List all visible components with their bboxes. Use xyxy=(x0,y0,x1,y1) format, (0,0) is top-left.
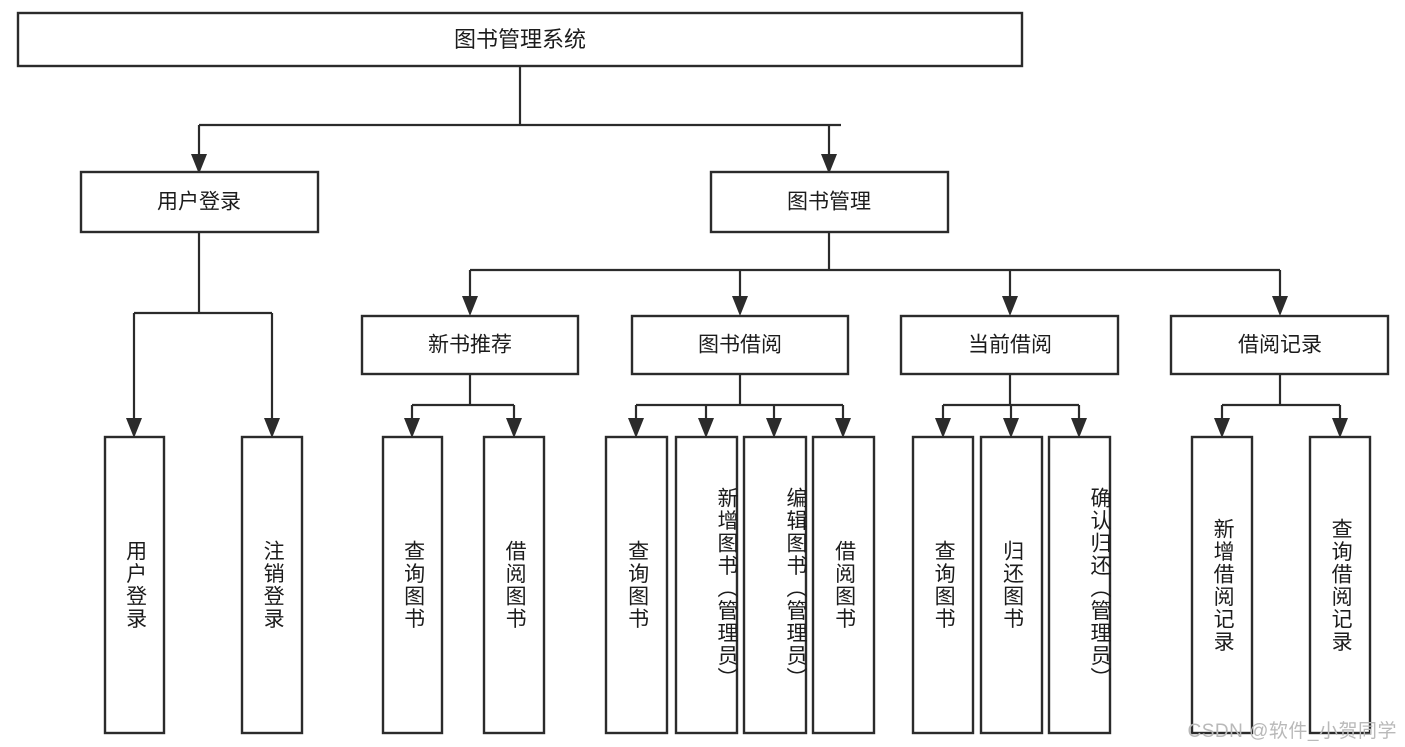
node-book-borrow-box[interactable] xyxy=(630,314,850,376)
arrow-head-icon xyxy=(935,418,951,438)
leaf-box-add-borrow-record[interactable] xyxy=(1190,435,1254,735)
arrow-head-icon xyxy=(126,418,142,438)
node-root-label: 图书管理系统 xyxy=(454,27,586,52)
arrow-head-icon xyxy=(191,154,207,174)
node-book-borrow-label: 图书借阅 xyxy=(698,334,782,357)
node-current-borrow-box[interactable] xyxy=(899,314,1120,376)
leaf-box-logout-login[interactable] xyxy=(240,435,304,735)
connector-current-borrow-to-leaves xyxy=(935,374,1087,438)
connector-root-to-level2 xyxy=(191,66,841,174)
leaf-box-borrow-book-1[interactable] xyxy=(482,435,546,735)
node-borrow-record-box[interactable] xyxy=(1169,314,1390,376)
node-new-book-recommend[interactable]: 新书推荐 xyxy=(360,314,580,376)
arrow-head-icon xyxy=(1272,296,1288,316)
node-current-borrow-label: 当前借阅 xyxy=(968,334,1052,357)
arrow-head-icon xyxy=(821,154,837,174)
connector-book-borrow-to-leaves xyxy=(628,374,851,438)
node-user-login-box[interactable] xyxy=(79,170,320,234)
arrow-head-icon xyxy=(698,418,714,438)
arrow-head-icon xyxy=(732,296,748,316)
connector-borrow-record-to-leaves xyxy=(1214,374,1348,438)
arrow-head-icon xyxy=(766,418,782,438)
node-user-login[interactable]: 用户登录 xyxy=(79,170,320,234)
arrow-head-icon xyxy=(628,418,644,438)
node-book-management-label: 图书管理 xyxy=(787,191,871,214)
node-new-book-recommend-box[interactable] xyxy=(360,314,580,376)
arrow-head-icon xyxy=(1002,296,1018,316)
node-new-book-recommend-label: 新书推荐 xyxy=(428,334,512,357)
node-user-login-label: 用户登录 xyxy=(157,191,241,214)
arrow-head-icon xyxy=(506,418,522,438)
arrow-head-icon xyxy=(1003,418,1019,438)
connector-new-book-recommend-to-leaves xyxy=(404,374,522,438)
leaf-box-query-book-2[interactable] xyxy=(604,435,669,735)
connector-book-management-to-level3 xyxy=(462,232,1288,316)
node-root[interactable]: 图书管理系统 xyxy=(16,11,1024,68)
leaf-box-return-book[interactable] xyxy=(979,435,1044,735)
node-borrow-record-label: 借阅记录 xyxy=(1238,334,1322,357)
arrow-head-icon xyxy=(1332,418,1348,438)
node-book-borrow[interactable]: 图书借阅 xyxy=(630,314,850,376)
leaf-box-query-borrow-record[interactable] xyxy=(1308,435,1372,735)
node-book-management-box[interactable] xyxy=(709,170,950,234)
arrow-head-icon xyxy=(404,418,420,438)
arrow-head-icon xyxy=(835,418,851,438)
connector-user-login-to-leaves xyxy=(126,232,280,438)
node-current-borrow[interactable]: 当前借阅 xyxy=(899,314,1120,376)
leaf-box-confirm-return-admin[interactable] xyxy=(1047,435,1112,735)
arrow-head-icon xyxy=(462,296,478,316)
leaf-box-query-book-3[interactable] xyxy=(911,435,975,735)
csdn-watermark: CSDN @软件_小贺同学 xyxy=(1187,721,1397,742)
arrow-head-icon xyxy=(1071,418,1087,438)
leaf-box-user-login[interactable] xyxy=(103,435,166,735)
node-book-management[interactable]: 图书管理 xyxy=(709,170,950,234)
node-borrow-record[interactable]: 借阅记录 xyxy=(1169,314,1390,376)
leaf-box-edit-book-admin[interactable] xyxy=(742,435,808,735)
leaf-box-query-book-1[interactable] xyxy=(381,435,444,735)
arrow-head-icon xyxy=(1214,418,1230,438)
arrow-head-icon xyxy=(264,418,280,438)
leaf-box-borrow-book-2[interactable] xyxy=(811,435,876,735)
node-root-box[interactable] xyxy=(16,11,1024,68)
leaf-box-add-book-admin[interactable] xyxy=(674,435,739,735)
